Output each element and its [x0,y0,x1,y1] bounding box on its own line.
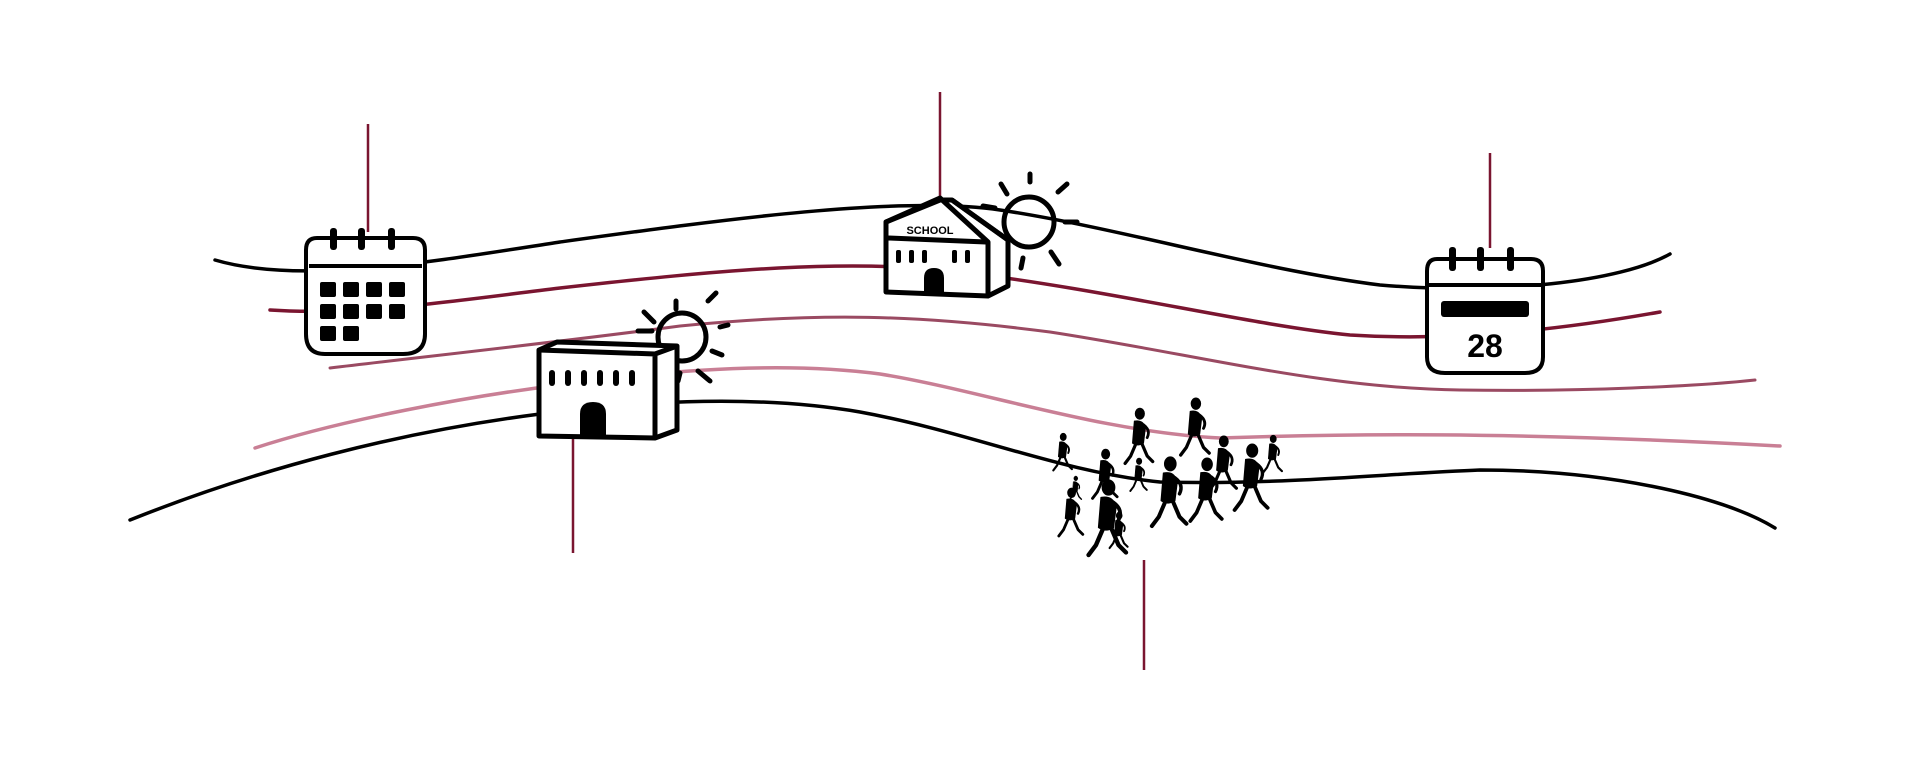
walking-person [1152,457,1187,526]
school-building-icon [539,342,677,438]
school-sign-text: SCHOOL [906,225,953,237]
walking-person [1130,458,1147,491]
school-building-with-sign-icon: SCHOOL [886,198,1008,296]
walking-person [1181,398,1210,455]
wave-line-rose-light [255,368,1780,448]
calendar-date-icon: 28 [1427,247,1543,373]
walking-people-icon [1053,398,1282,555]
calendar-day-text: 28 [1467,328,1503,364]
walking-person [1125,408,1153,463]
walking-person [1059,488,1083,536]
pointer-lines [368,92,1490,670]
walking-person [1263,435,1282,472]
walking-person [1235,444,1268,510]
calendar-grid-icon [306,228,425,354]
wave-line-bottom-black [130,401,1775,528]
